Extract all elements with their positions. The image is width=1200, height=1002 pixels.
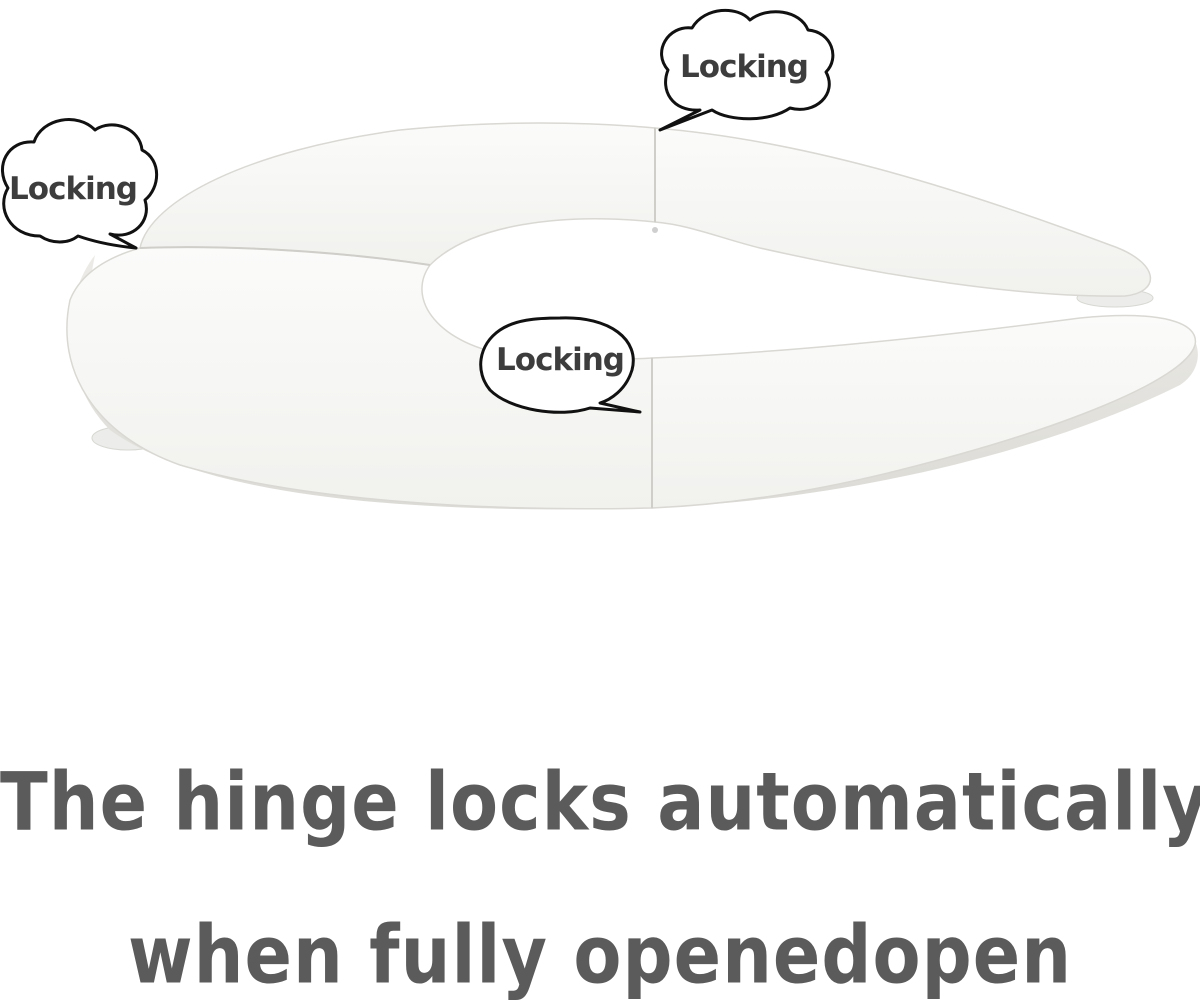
folding-toilet-seat [66,122,1198,510]
callout-label: Locking [496,342,624,378]
locking-callout-middle: Locking [479,316,642,414]
caption-line-1: The hinge locks automatically [0,754,1200,850]
callout-label: Locking [9,171,137,207]
product-scene: Locking Locking Locking [1,8,1198,510]
locking-callout-top: Locking [658,8,835,132]
callout-label: Locking [680,49,808,85]
speech-bubble-icon [1,118,159,250]
seat-arm-lower [651,314,1197,509]
caption-line-2: when fully openedopen [127,907,1073,1002]
seat-segment-back-left [139,122,656,266]
hinge-pin [652,227,658,233]
speech-bubble-icon [479,316,642,414]
locking-callout-left: Locking [1,118,159,250]
seat-arm-upper [654,127,1152,297]
hinge-seam-left [139,246,431,266]
speech-bubble-icon [658,8,835,132]
